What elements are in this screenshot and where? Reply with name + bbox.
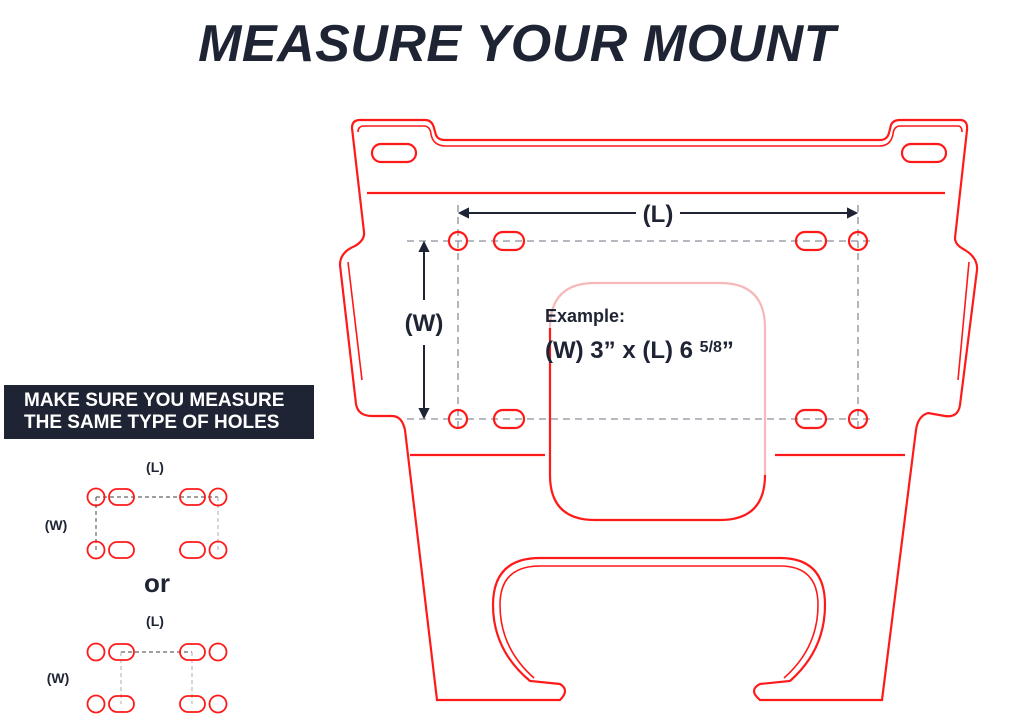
mount-plate-outline	[338, 118, 979, 702]
example-suffix: ”	[722, 337, 734, 364]
option1-width-label: (W)	[45, 517, 68, 533]
example-value-main: (W) 3” x (L) 6	[545, 337, 700, 364]
length-label: (L)	[643, 201, 674, 228]
example-heading: Example:	[545, 306, 625, 326]
width-label: (W)	[405, 310, 444, 337]
hole-pattern-option-2: (L) (W)	[47, 613, 228, 714]
dimension-arrows	[418, 207, 859, 420]
option1-length-label: (L)	[146, 459, 164, 475]
page-title: MEASURE YOUR MOUNT	[198, 15, 836, 73]
notice-line-1: MAKE SURE YOU MEASURE	[24, 390, 285, 411]
or-separator: or	[144, 568, 170, 598]
notice-box: MAKE SURE YOU MEASURE THE SAME TYPE OF H…	[4, 385, 314, 439]
mounting-holes	[447, 230, 869, 430]
option2-length-label: (L)	[146, 613, 164, 629]
measurement-guides	[407, 205, 870, 430]
hole-pattern-option-1: (L) (W)	[45, 459, 228, 560]
option2-width-label: (W)	[47, 670, 70, 686]
example-fraction: 5/8	[700, 339, 722, 356]
notice-line-2: THE SAME TYPE OF HOLES	[24, 412, 280, 433]
example-value: (W) 3” x (L) 6 5/8”	[545, 337, 734, 364]
